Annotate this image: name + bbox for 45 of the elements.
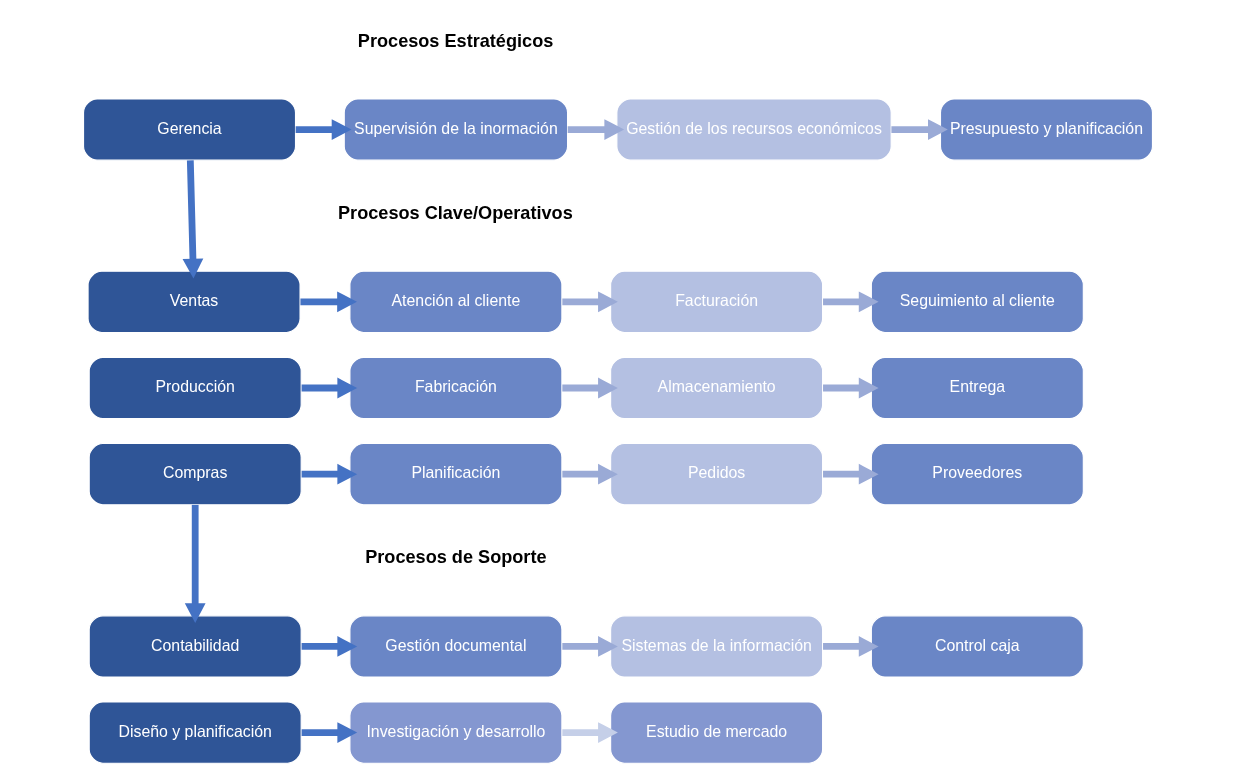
node-box: Ventas <box>87 270 301 334</box>
arrow <box>561 377 618 399</box>
arrow <box>299 291 357 313</box>
arrow <box>890 119 948 140</box>
arrow <box>182 160 203 279</box>
arrow <box>822 377 879 399</box>
node-box: Planificación <box>348 442 562 506</box>
arrow <box>822 291 879 313</box>
node-box: Contabilidad <box>88 615 302 678</box>
node-box: Seguimiento al cliente <box>870 270 1084 334</box>
node-box: Almacenamiento <box>609 356 823 420</box>
node-box: Presupuesto y planificación <box>939 98 1153 161</box>
node-box: Gestión de los recursos económicos <box>615 98 892 161</box>
node-box: Gestión documental <box>348 615 562 678</box>
node-box: Sistemas de la información <box>609 615 823 678</box>
node-box: Pedidos <box>609 442 823 506</box>
label: Procesos Estratégicos <box>357 30 553 51</box>
node-box: Fabricación <box>348 356 562 420</box>
arrow <box>822 636 879 657</box>
arrow <box>301 463 357 485</box>
arrow <box>295 119 351 140</box>
arrow <box>301 722 357 743</box>
arrow <box>561 722 618 743</box>
arrow <box>184 504 206 624</box>
node-box: Facturación <box>609 270 823 334</box>
node-box: Supervisión de la inormación <box>343 98 568 161</box>
node-box: Atención al cliente <box>348 270 562 334</box>
node-box: Entrega <box>870 356 1084 420</box>
node-box: Producción <box>88 356 302 420</box>
node-box: Investigación y desarrollo <box>348 701 562 764</box>
arrow <box>301 636 357 657</box>
node-box: Estudio de mercado <box>609 701 823 764</box>
node-box: Diseño y planificación <box>88 701 302 764</box>
arrow <box>561 636 618 657</box>
arrow <box>561 291 618 313</box>
arrow <box>301 377 357 399</box>
label: Procesos de Soporte <box>364 547 547 568</box>
arrow <box>822 463 879 485</box>
node-box: Control caja <box>870 615 1084 678</box>
node-box: Compras <box>88 442 302 506</box>
node-box: Gerencia <box>82 98 296 161</box>
node-box: Proveedores <box>870 442 1084 506</box>
label: Procesos Clave/Operativos <box>337 202 573 223</box>
arrow <box>561 463 618 485</box>
arrow <box>567 119 624 140</box>
